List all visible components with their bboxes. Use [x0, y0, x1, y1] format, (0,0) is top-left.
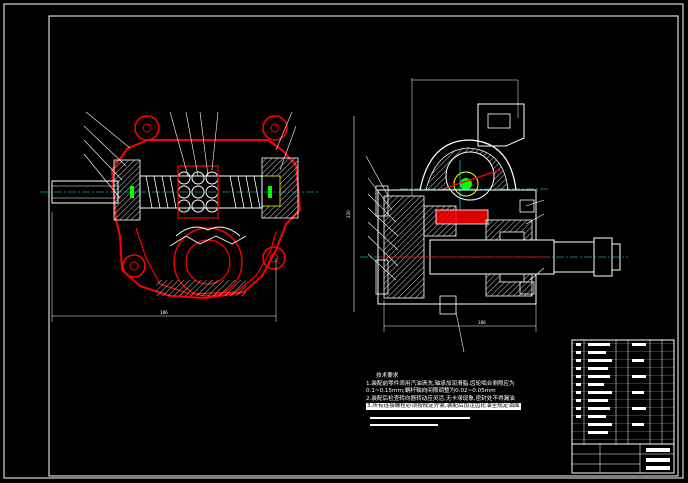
outer-border — [3, 3, 684, 479]
notes-line: 0.1~0.15mm;蜗杆轴向间隙调整为0.02~0.05mm — [366, 388, 496, 395]
notes-line: 1.装配前零件须用汽油清洗,轴承加润滑脂,齿轮啮合侧隙应为 — [366, 381, 515, 388]
svg-text:186: 186 — [478, 320, 486, 325]
notes-underline-2 — [370, 424, 438, 426]
notes-line: 3.所有连接螺栓必须按规定拧紧,装配后加注齿轮油至规定油面 — [366, 402, 521, 411]
left-section-view: 186 — [40, 111, 318, 322]
notes-title: 技术要求 — [376, 373, 399, 379]
technical-requirements: 技术要求 1.装配前零件须用汽油清洗,轴承加润滑脂,齿轮啮合侧隙应为 0.1~0… — [366, 373, 566, 411]
title-block — [571, 339, 675, 474]
svg-text:186: 186 — [160, 310, 168, 315]
inner-border — [48, 15, 679, 477]
svg-text:230: 230 — [346, 210, 351, 218]
notes-line: 2.装配后检查转向器转动应灵活,无卡滞现象,密封处不得漏油 — [366, 395, 515, 402]
right-section-view: 186 230 — [346, 78, 628, 353]
notes-underline-1 — [370, 417, 470, 419]
